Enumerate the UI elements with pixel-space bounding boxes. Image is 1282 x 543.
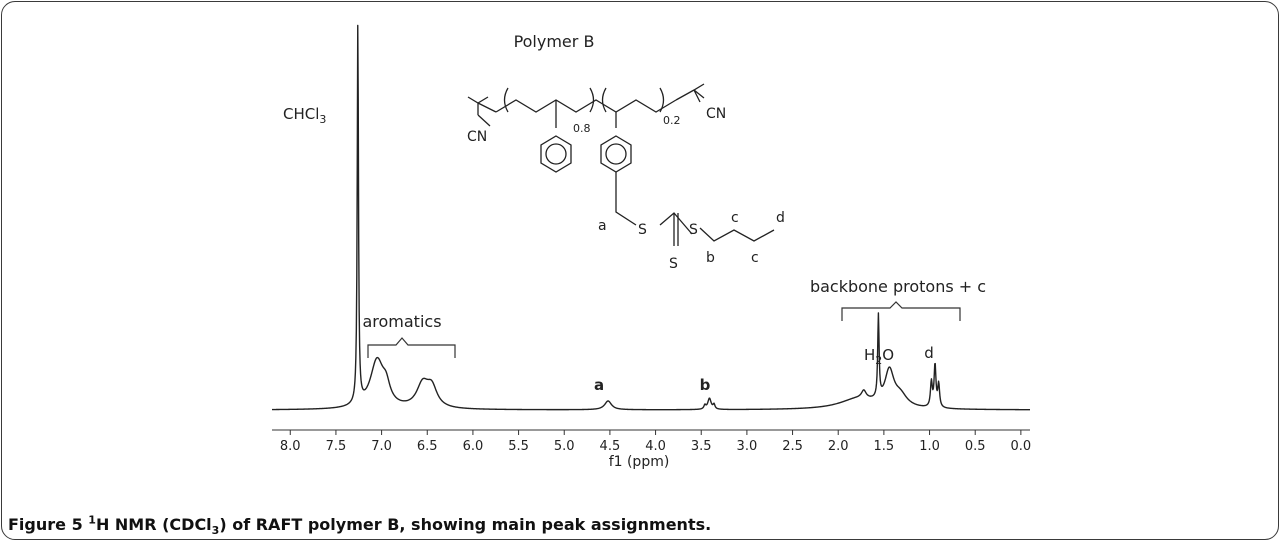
x-tick-label-7: 4.5 [600, 439, 621, 454]
polymer-b-structure-labels: Polymer B CN 0.8 0.2 CN a S S S b c c d [467, 32, 785, 272]
x-tick-label-5: 5.5 [508, 439, 529, 454]
backbone-bracket [841, 301, 961, 321]
structure-label-c2: c [751, 250, 759, 266]
structure-label-d: d [776, 210, 785, 226]
peak-d-label: d [924, 344, 934, 362]
x-tick-label-8: 4.0 [645, 439, 666, 454]
x-tick-label-10: 3.0 [737, 439, 758, 454]
structure-label-b: b [706, 250, 715, 266]
x-tick-label-11: 2.5 [782, 439, 803, 454]
figure-caption: Figure 5 1H NMR (CDCl3) of RAFT polymer … [8, 514, 711, 538]
peak-b-label: b [700, 376, 711, 394]
structure-title: Polymer B [514, 32, 595, 51]
structure-label-cn-left: CN [467, 129, 487, 145]
h2o-label: H2O [864, 346, 894, 367]
aromatics-label: aromatics [362, 312, 441, 331]
x-axis-label: f1 (ppm) [609, 454, 670, 470]
structure-label-0.2: 0.2 [663, 114, 681, 127]
x-tick-label-13: 1.5 [874, 439, 895, 454]
structure-label-s1: S [638, 222, 647, 238]
x-tick-label-14: 1.0 [919, 439, 940, 454]
x-tick-label-15: 0.5 [965, 439, 986, 454]
x-axis-ticks: 8.0 7.5 7.0 6.5 6.0 5.5 5.0 4.5 4.0 3.5 3.0 2.5 2.0 1… [280, 430, 1031, 454]
x-tick-label-9: 3.5 [691, 439, 712, 454]
x-tick-label-1: 7.5 [326, 439, 347, 454]
x-tick-label-0: 8.0 [280, 439, 301, 454]
x-tick-label-12: 2.0 [828, 439, 849, 454]
structure-label-cn-right: CN [706, 106, 726, 122]
structure-label-s2: S [669, 256, 678, 272]
aromatics-bracket [367, 337, 456, 358]
structure-label-c1: c [731, 210, 739, 226]
structure-label-s3: S [689, 222, 698, 238]
chcl3-label: CHCl3 [283, 105, 326, 126]
x-tick-label-2: 7.0 [371, 439, 392, 454]
nmr-spectrum-chart: 8.0 7.5 7.0 6.5 6.0 5.5 5.0 4.5 4.0 3.5 3.0 2.5 2.0 1… [271, 24, 1031, 470]
polymer-b-structure [467, 83, 775, 246]
nmr-trace-line [271, 24, 1031, 411]
x-tick-label-3: 6.5 [417, 439, 438, 454]
caption-figure-number: Figure 5 1H NMR (CDCl3) of RAFT polymer … [8, 514, 712, 538]
structure-label-0.8: 0.8 [573, 122, 591, 135]
x-tick-label-16: 0.0 [1011, 439, 1032, 454]
structure-label-a: a [598, 218, 607, 234]
peak-a-label: a [594, 376, 604, 394]
backbone-label: backbone protons + c [810, 277, 986, 296]
x-tick-label-6: 5.0 [554, 439, 575, 454]
x-tick-label-4: 6.0 [463, 439, 484, 454]
